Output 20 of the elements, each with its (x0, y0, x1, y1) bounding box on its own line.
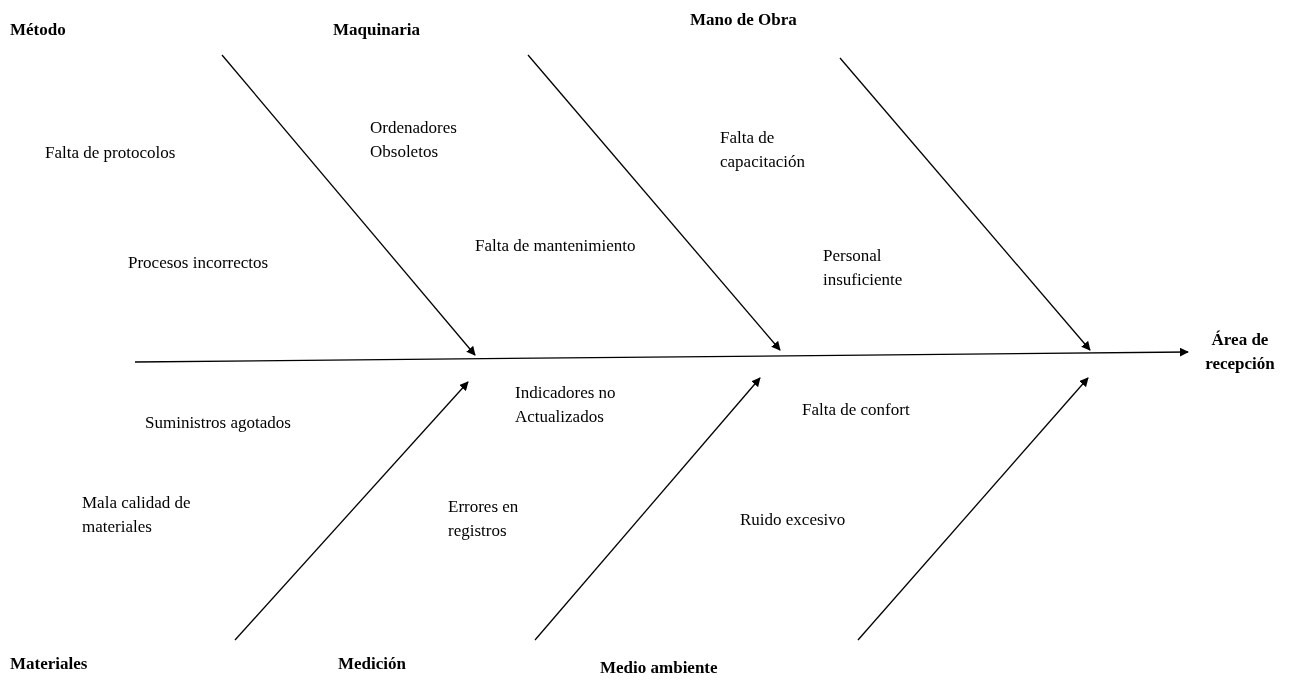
cause-text: Errores en registros (448, 496, 520, 542)
category-label: Medición (338, 652, 406, 676)
cause-text: Mala calidad de materiales (82, 492, 192, 538)
category-label: Materiales (10, 652, 88, 676)
cause-text: Personal insuficiente (823, 245, 904, 291)
cause-text: Falta de capacitación (720, 127, 806, 173)
effect-label: Área de recepción (1190, 328, 1290, 376)
cause-text: Falta de confort (802, 399, 911, 421)
cause-text: Procesos incorrectos (128, 252, 270, 274)
category-label: Método (10, 18, 66, 42)
cause-text: Falta de mantenimiento (475, 235, 637, 257)
cause-text: Ordenadores Obsoletos (370, 117, 458, 163)
category-label: Maquinaria (333, 18, 420, 42)
cause-text: Indicadores no Actualizados (515, 382, 617, 428)
category-label: Mano de Obra (690, 8, 797, 32)
cause-text: Ruido excesivo (740, 509, 847, 531)
cause-text: Falta de protocolos (45, 142, 177, 164)
cause-text: Suministros agotados (145, 412, 292, 434)
spine-arrow (134, 347, 1189, 363)
category-label: Medio ambiente (600, 656, 718, 680)
